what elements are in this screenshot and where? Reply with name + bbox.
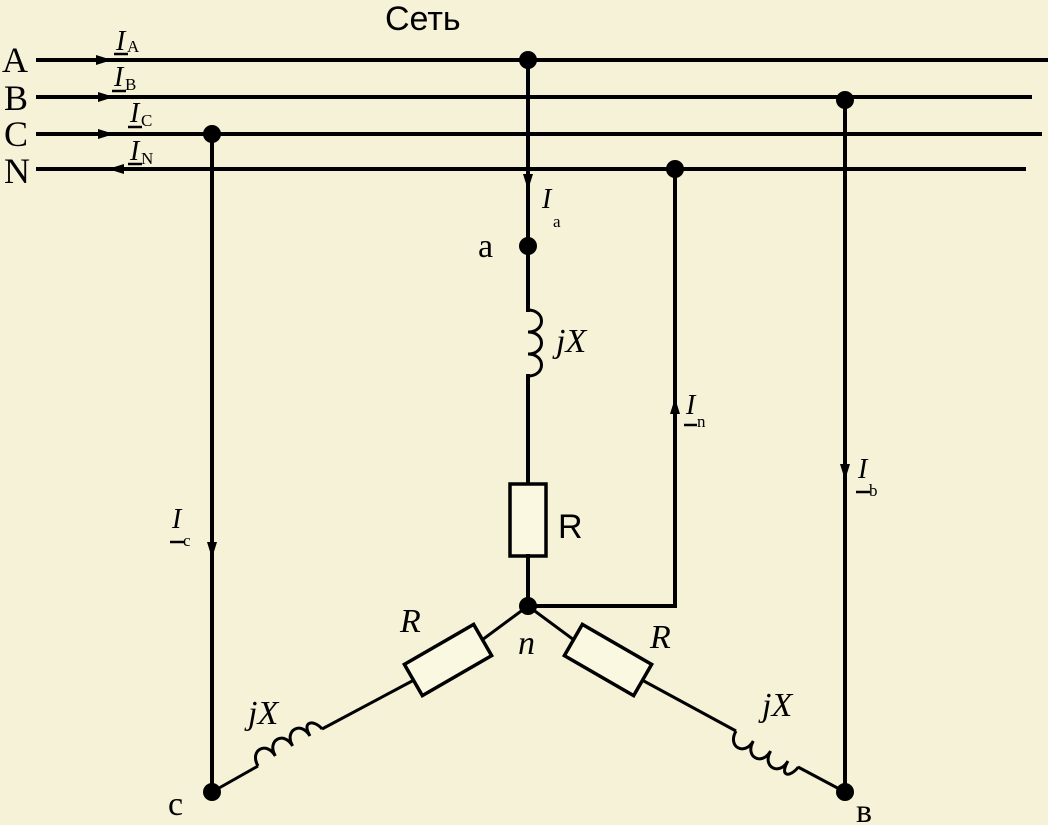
svg-text:C: C [141,111,152,130]
svg-text:A: A [127,37,140,56]
label-current-IN: I N [128,136,153,168]
arrow-ib [98,92,114,102]
svg-text:I: I [685,390,697,421]
svg-text:b: b [869,481,878,500]
line-label-a: A [2,40,28,80]
wire-neutral-return [526,167,677,608]
line-label-b: B [4,78,28,118]
label-current-Ib: I b [856,454,878,500]
svg-text:I: I [857,454,869,485]
svg-text:I: I [129,98,141,129]
svg-text:a: a [553,212,561,231]
inductor-phase-a [527,308,543,378]
arrow-ic [98,129,114,139]
arrow-ib-phase [840,464,850,480]
resistor-label-phase-c: R [399,603,421,640]
svg-text:c: c [183,531,191,550]
label-current-IA: I A [114,26,140,57]
svg-text:I: I [113,62,125,93]
svg-text:n: n [697,412,706,431]
svg-text:B: B [125,75,136,94]
resistor-phase-b [561,622,655,698]
wire-phase-b-upper [527,604,575,642]
label-current-IC: I C [128,98,152,130]
resistor-label-phase-b: R [649,619,671,656]
line-label-n: N [4,151,30,191]
wire-phase-c-upper [481,604,529,642]
line-label-c: C [4,114,28,154]
inductor-label-phase-a: jX [552,323,587,360]
wire-phase-c-lower [211,764,259,794]
svg-text:I: I [171,504,183,535]
arrow-ic-phase [207,542,217,558]
svg-text:I: I [129,136,141,167]
network-title: Сеть [385,0,461,38]
node-label-n: n [518,625,535,662]
svg-text:N: N [141,149,153,168]
node-label-c: c [168,786,183,823]
svg-text:I: I [115,26,127,57]
label-current-Ia: I a [541,184,561,231]
node-label-b: в [856,793,872,825]
label-current-In: I n [684,390,706,431]
arrow-in [108,164,124,174]
label-current-IB: I B [112,62,136,94]
inductor-phase-b [732,730,800,776]
arrow-ia [96,55,112,65]
svg-text:I: I [541,184,553,215]
resistor-phase-a [508,482,548,558]
label-current-Ic: I c [170,504,191,550]
node-label-a: a [478,228,493,265]
wire-phase-b-mid [641,678,737,733]
node-a [519,237,537,255]
arrow-ia-phase [523,174,533,190]
inductor-label-phase-c: jX [244,695,279,732]
resistor-label-phase-a: R [558,508,583,546]
inductor-label-phase-b: jX [758,687,793,724]
wire-phase-c-mid [321,678,415,731]
arrow-in-phase [670,398,680,414]
wire-phase-b-lower [797,765,846,794]
